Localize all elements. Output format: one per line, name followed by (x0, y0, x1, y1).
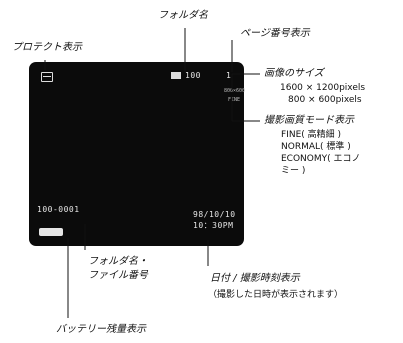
quality-option: ECONOMY( エコノ (281, 154, 361, 164)
label-datetime: 日付 / 撮影時刻表示 (210, 273, 300, 284)
protect-icon (41, 72, 53, 82)
frame-number: 100 (185, 71, 201, 80)
image-size-option: 800 × 600pixels (288, 95, 362, 105)
label-datetime-note: （撮影した日時が表示されます） (208, 290, 344, 300)
label-folder-file-1: フォルダ名・ (88, 256, 148, 267)
label-quality-mode: 撮影画質モード表示 (264, 115, 354, 126)
folder-icon (171, 72, 181, 79)
quality-option: ミー ) (281, 166, 306, 176)
quality-readout: FINE (228, 97, 241, 103)
label-folder-file-2: ファイル番号 (88, 270, 148, 281)
label-page-number: ページ番号表示 (240, 28, 310, 39)
page-count: 1 (226, 71, 232, 80)
time-readout: 10：30PM (193, 221, 234, 230)
quality-option: FINE( 高精細 ) (281, 130, 341, 140)
folder-file-number: 100-0001 (37, 205, 80, 214)
quality-option: NORMAL( 標準 ) (281, 142, 351, 152)
label-battery: バッテリー残量表示 (56, 324, 146, 335)
camera-lcd-screen: 100 1 800×600 FINE 100-0001 98/10/10 10：… (29, 62, 246, 246)
battery-icon (39, 228, 63, 236)
label-image-size: 画像のサイズ (264, 68, 324, 79)
date-readout: 98/10/10 (193, 210, 236, 219)
image-size-option: 1600 × 1200pixels (280, 83, 366, 93)
size-readout: 800×600 (224, 88, 246, 94)
label-protect: プロテクト表示 (12, 42, 82, 53)
label-folder-name: フォルダ名 (158, 10, 208, 21)
